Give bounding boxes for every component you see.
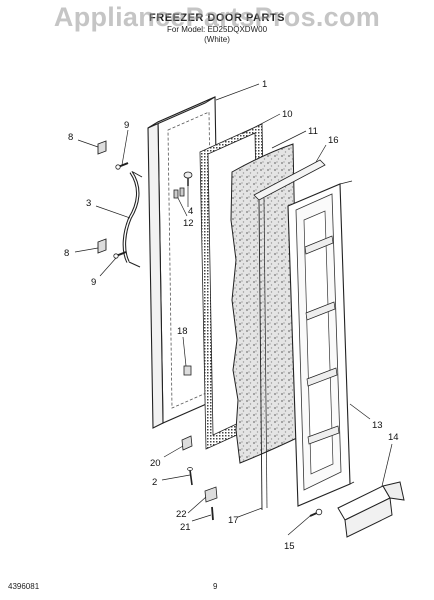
callout-17: 17 xyxy=(228,515,239,526)
callout-8-lower: 8 xyxy=(64,248,69,259)
handle-cap-upper xyxy=(97,140,107,155)
callout-10: 10 xyxy=(282,109,293,120)
callout-labels: 1 10 11 16 8 9 4 12 3 8 9 18 13 14 20 2 … xyxy=(64,79,399,552)
callout-2: 2 xyxy=(152,477,157,488)
color-label: (White) xyxy=(204,35,230,44)
callout-3: 3 xyxy=(86,198,91,209)
callout-1: 1 xyxy=(262,79,267,90)
callout-16: 16 xyxy=(328,135,339,146)
document-number: 4396081 xyxy=(8,582,40,591)
bottom-cover xyxy=(337,481,405,538)
hinge-bushing xyxy=(181,435,193,451)
door-stop xyxy=(183,365,192,376)
handle-cap-lower xyxy=(97,238,107,254)
callout-15: 15 xyxy=(284,541,295,552)
door-liner xyxy=(287,180,355,507)
page-number: 9 xyxy=(213,582,218,591)
callout-11: 11 xyxy=(308,126,318,137)
watermark-text: AppliancePartsPros.com xyxy=(53,2,381,32)
callout-14: 14 xyxy=(388,432,399,443)
callout-9-upper: 9 xyxy=(124,120,129,131)
callout-21: 21 xyxy=(180,522,191,533)
callout-18: 18 xyxy=(177,326,188,337)
screw-upper xyxy=(115,162,129,170)
handle-bracket xyxy=(173,187,185,199)
callout-8-upper: 8 xyxy=(68,132,73,143)
plug-button xyxy=(183,171,193,186)
hinge-screw xyxy=(211,506,214,521)
callout-9-lower: 9 xyxy=(91,277,96,288)
leader-lines xyxy=(74,83,393,536)
liner-strip xyxy=(253,159,326,511)
callout-20: 20 xyxy=(150,458,161,469)
diagram-title: FREEZER DOOR PARTS xyxy=(149,12,285,24)
callout-22: 22 xyxy=(176,509,187,520)
hinge-bracket xyxy=(204,486,218,503)
callout-4: 4 xyxy=(188,206,193,217)
callout-12: 12 xyxy=(183,218,194,229)
shelf-screw xyxy=(309,508,323,517)
door-handle xyxy=(122,171,143,268)
callout-13: 13 xyxy=(372,420,383,431)
model-number: For Model: ED25DQXDW00 xyxy=(166,25,268,34)
hinge-pin xyxy=(187,467,193,486)
